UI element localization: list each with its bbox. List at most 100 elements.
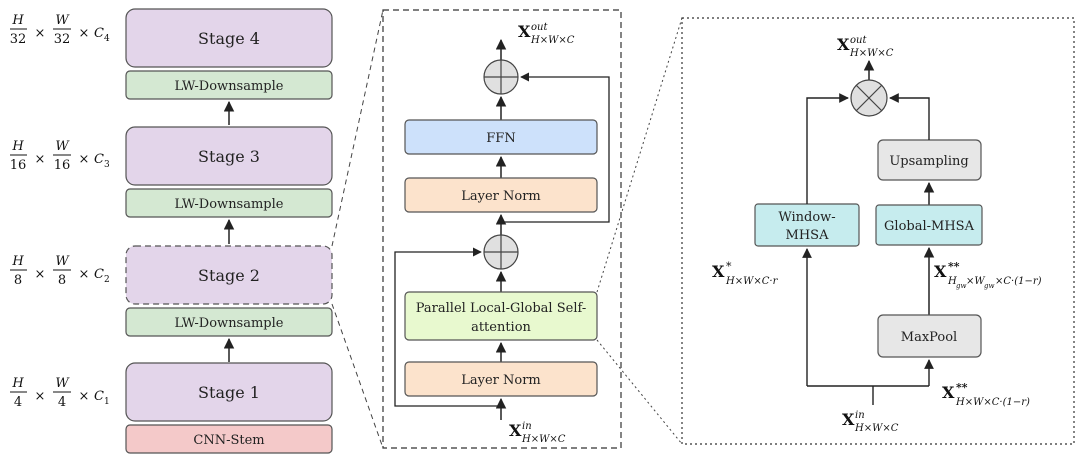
svg-text:4: 4	[58, 395, 66, 410]
stage2-label: Stage 2	[198, 266, 260, 285]
svg-text:4: 4	[104, 34, 110, 44]
svg-text:**: **	[948, 260, 960, 273]
svg-text:1: 1	[104, 397, 110, 407]
right-panel: X out H×W×C Window- MHSA Upsampling Glob…	[681, 17, 1075, 445]
svg-text:H×W×C: H×W×C	[849, 48, 894, 59]
svg-text:C: C	[94, 267, 104, 282]
svg-text:W: W	[55, 376, 70, 391]
svg-text:*: *	[726, 260, 732, 273]
cnn-stem-box	[125, 424, 333, 454]
global-mhsa-box	[875, 204, 983, 246]
stage3-label: Stage 3	[198, 147, 260, 166]
maxpool-label: MaxPool	[901, 330, 957, 345]
arrow-upsampling-to-multiply	[889, 93, 930, 140]
svg-text:3: 3	[104, 160, 110, 170]
svg-text:×: ×	[79, 267, 90, 282]
zoom-line-bottom-right	[596, 339, 683, 445]
layer-norm-2-box	[404, 177, 598, 213]
lw-downsample-3	[125, 70, 333, 100]
svg-text:4: 4	[14, 395, 22, 410]
svg-text:W: W	[55, 13, 70, 28]
svg-text:8: 8	[14, 273, 22, 288]
layer-norm-1-label: Layer Norm	[461, 373, 541, 388]
window-mhsa-label-line1: Window-	[778, 210, 835, 225]
svg-text:H×W×C: H×W×C	[521, 434, 566, 445]
zoom-line-top-left	[331, 9, 384, 247]
svg-text:H×W×C: H×W×C	[854, 423, 899, 434]
svg-text:X: X	[934, 262, 947, 281]
upsampling-label: Upsampling	[889, 154, 968, 169]
right-x-in: X in H×W×C	[842, 410, 899, 434]
maxpool-box	[877, 314, 982, 358]
svg-text:×: ×	[79, 389, 90, 404]
arrow-window-to-multiply	[806, 93, 849, 204]
svg-text:out: out	[531, 22, 548, 33]
svg-text:×: ×	[35, 267, 46, 282]
lw-downsample-3-label: LW-Downsample	[175, 79, 284, 94]
svg-text:gw: gw	[956, 282, 966, 290]
x-double-star-gw-label: X ** H gw ×W gw ×C·(1−r)	[934, 260, 1042, 290]
svg-text:×W: ×W	[966, 276, 985, 287]
svg-text:×C·(1−r): ×C·(1−r)	[995, 276, 1042, 287]
svg-text:32: 32	[54, 32, 71, 47]
lw-downsample-2-label: LW-Downsample	[175, 197, 284, 212]
middle-panel: X out H×W×C FFN Layer Norm	[382, 9, 622, 449]
residual-connection-bottom	[394, 247, 501, 407]
x-star-label: X * H×W×C·r	[712, 260, 779, 287]
svg-text:**: **	[956, 381, 968, 394]
svg-text:H: H	[947, 276, 957, 287]
ffn-label: FFN	[486, 131, 515, 146]
dim-label-stage2: H 8 × W 8 × C 2	[10, 254, 110, 288]
x-double-star-label: X ** H×W×C·(1−r)	[942, 381, 1030, 408]
svg-text:W: W	[55, 139, 70, 154]
stage4-label: Stage 4	[198, 29, 260, 48]
stage1-box	[125, 362, 333, 422]
sum-node-top	[483, 59, 519, 95]
svg-text:X: X	[942, 383, 955, 402]
svg-text:×: ×	[35, 152, 46, 167]
middle-x-out: X out H×W×C	[518, 22, 575, 46]
lw-downsample-1-label: LW-Downsample	[175, 316, 284, 331]
global-mhsa-label: Global-MHSA	[884, 219, 975, 234]
lw-downsample-1	[125, 307, 333, 337]
zoom-line-bottom-left	[331, 303, 384, 449]
svg-text:16: 16	[54, 158, 71, 173]
svg-text:W: W	[55, 254, 70, 269]
svg-text:C: C	[94, 26, 104, 41]
sum-node-bottom	[483, 234, 519, 270]
dim-label-stage3: H 16 × W 16 × C 3	[10, 139, 110, 173]
plgsa-box	[404, 291, 598, 341]
svg-text:H: H	[11, 254, 24, 269]
cnn-stem-label: CNN-Stem	[193, 433, 264, 448]
svg-text:H: H	[11, 376, 24, 391]
right-panel-frame	[681, 17, 1075, 445]
svg-text:X: X	[842, 410, 855, 429]
multiply-node	[850, 79, 888, 117]
svg-text:×: ×	[35, 26, 46, 41]
svg-text:H×W×C·r: H×W×C·r	[725, 276, 779, 287]
stage4-box	[125, 8, 333, 68]
layer-norm-2-label: Layer Norm	[461, 189, 541, 204]
layer-norm-1-box	[404, 361, 598, 397]
svg-text:×: ×	[79, 152, 90, 167]
left-panel: H 32 × W 32 × C 4 H 16 × W 16 × C 3 H 8	[10, 8, 333, 454]
svg-text:8: 8	[58, 273, 66, 288]
svg-text:X: X	[837, 35, 850, 54]
svg-text:in: in	[522, 421, 532, 432]
stage1-label: Stage 1	[198, 383, 260, 402]
middle-panel-frame	[382, 9, 622, 449]
plgsa-label-line1: Parallel Local-Global Self-	[416, 301, 586, 316]
dim-label-stage1: H 4 × W 4 × C 1	[10, 376, 110, 410]
plgsa-label-line2: attention	[471, 320, 531, 335]
right-x-out: X out H×W×C	[837, 35, 894, 59]
svg-text:H×W×C: H×W×C	[530, 35, 575, 46]
residual-connection-top	[501, 72, 610, 223]
window-mhsa-label-line2: MHSA	[786, 228, 830, 243]
svg-text:C: C	[94, 152, 104, 167]
dim-label-stage4: H 32 × W 32 × C 4	[10, 13, 110, 47]
svg-text:2: 2	[104, 275, 110, 285]
svg-text:H×W×C·(1−r): H×W×C·(1−r)	[955, 397, 1030, 408]
stage3-box	[125, 126, 333, 186]
svg-text:out: out	[850, 35, 867, 46]
